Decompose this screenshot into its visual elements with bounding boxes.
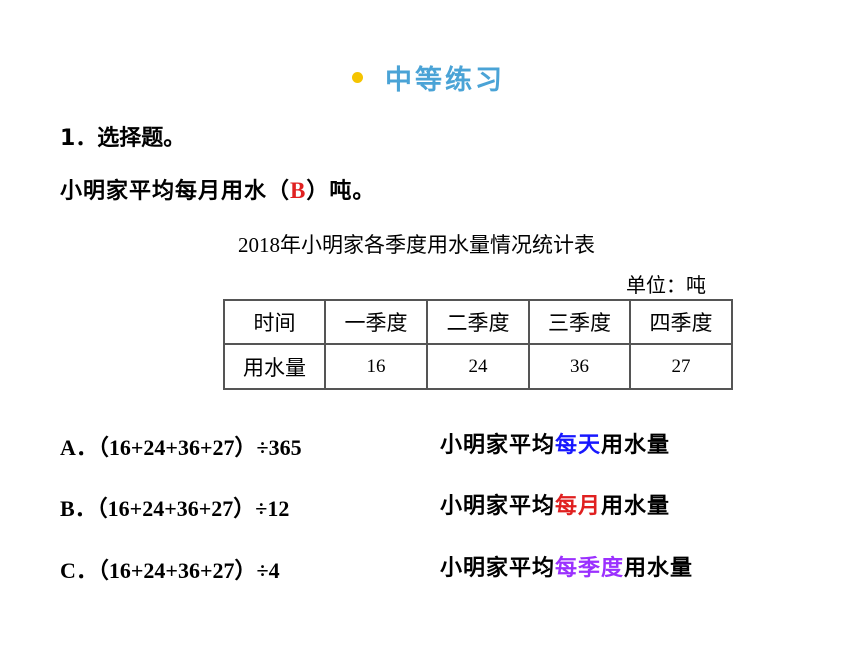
header-cell-q4: 四季度 — [629, 299, 733, 345]
value-cell-q4: 27 — [629, 343, 733, 390]
section-title: 中等练习 — [385, 65, 505, 96]
table-header-row: 时间 一季度 二季度 三季度 四季度 — [223, 299, 733, 345]
value-cell-q1: 16 — [324, 343, 428, 390]
row-label-usage: 用水量 — [223, 343, 326, 390]
header-cell-q1: 一季度 — [324, 299, 428, 345]
option-c-description: 小明家平均每季度用水量 — [440, 550, 693, 582]
table-row: 用水量 16 24 36 27 — [223, 343, 733, 390]
option-b-expression: B．（16+24+36+27）÷12 — [60, 496, 290, 521]
option-a-description: 小明家平均每天用水量 — [440, 427, 670, 459]
bullet-dot-icon — [352, 72, 363, 83]
option-a-expression: A．（16+24+36+27）÷365 — [60, 435, 302, 460]
option-b-prefix: 小明家平均 — [440, 494, 556, 519]
value-cell-q3: 36 — [528, 343, 631, 390]
question-stem: 小明家平均每月用水（B）吨。 — [60, 173, 375, 205]
option-c-suffix: 用水量 — [624, 556, 694, 581]
option-a-suffix: 用水量 — [601, 433, 671, 458]
option-c-expression: C．（16+24+36+27）÷4 — [60, 558, 280, 583]
value-cell-q2: 24 — [426, 343, 530, 390]
water-usage-table: 时间 一季度 二季度 三季度 四季度 用水量 16 24 36 27 — [223, 299, 733, 390]
option-a-highlight: 每天 — [555, 433, 602, 458]
option-b-description: 小明家平均每月用水量 — [440, 488, 670, 520]
stem-after: ）吨。 — [306, 179, 376, 204]
option-b-highlight: 每月 — [555, 494, 602, 519]
header-cell-q2: 二季度 — [426, 299, 530, 345]
question-number: 1．选择题。 — [60, 126, 186, 151]
option-c-prefix: 小明家平均 — [440, 556, 556, 581]
table-title: 2018年小明家各季度用水量情况统计表 — [238, 233, 595, 257]
stem-before: 小明家平均每月用水（ — [60, 179, 291, 204]
option-b-suffix: 用水量 — [601, 494, 671, 519]
section-heading: 中等练习 — [352, 58, 505, 97]
option-a-prefix: 小明家平均 — [440, 433, 556, 458]
table-unit: 单位：吨 — [626, 273, 706, 297]
header-cell-q3: 三季度 — [528, 299, 631, 345]
header-cell-time: 时间 — [223, 299, 326, 345]
answer-letter: B — [290, 178, 307, 203]
option-c-highlight: 每季度 — [555, 556, 625, 581]
